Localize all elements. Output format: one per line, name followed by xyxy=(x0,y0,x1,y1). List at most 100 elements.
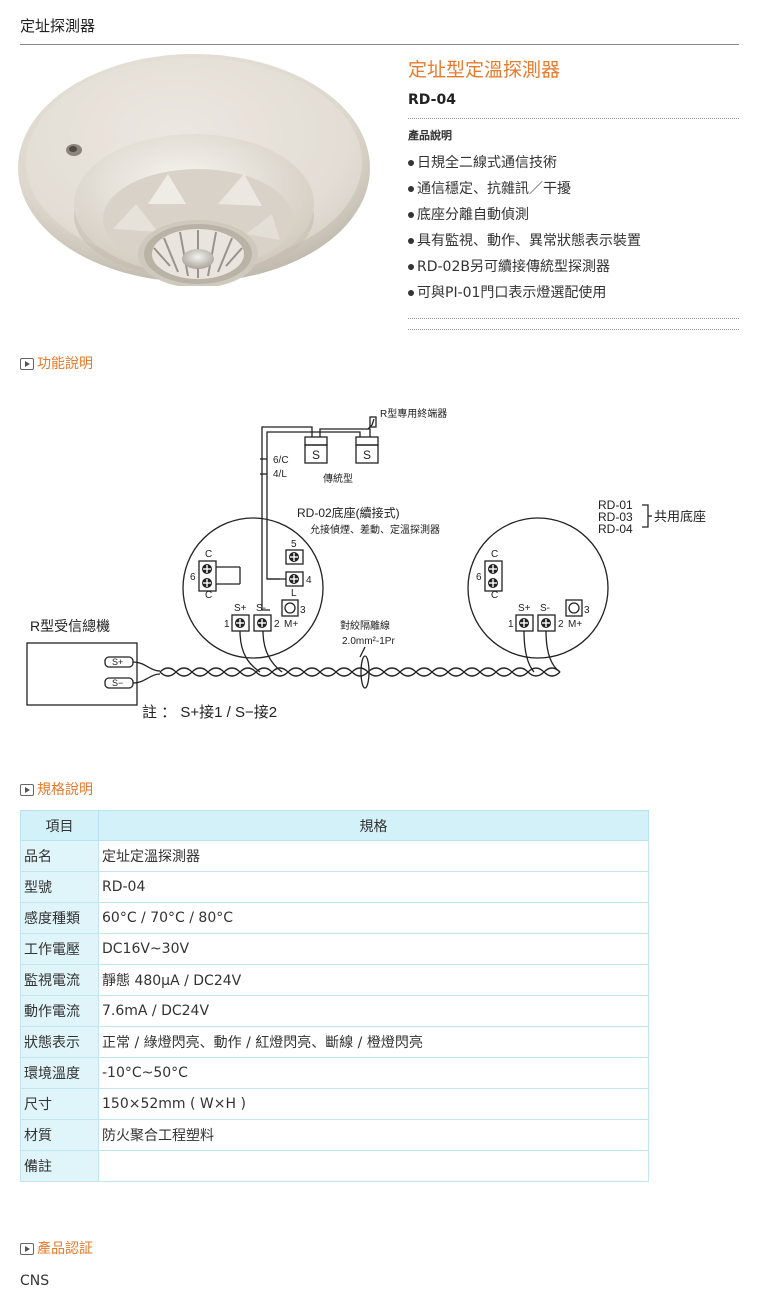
table-cell-label: 感度種類 xyxy=(20,902,99,934)
diagram-model-rd01: RD-01 xyxy=(598,498,633,512)
table-cell-value xyxy=(98,1150,649,1182)
diagram-c-label: C xyxy=(491,590,498,601)
section-heading-function: 功能說明 xyxy=(20,355,93,373)
diagram-sminus-label: S- xyxy=(256,603,266,614)
diagram-terminal-1: 1 xyxy=(224,619,230,630)
table-cell-value: 靜態 480μA / DC24V xyxy=(98,964,649,996)
diagram-traditional-label: 傳統型 xyxy=(323,472,353,485)
diagram-terminal-2: 2 xyxy=(558,619,564,630)
bullet-icon xyxy=(408,238,414,244)
diagram-s-label: S xyxy=(363,448,371,462)
list-item: 通信穩定、抗雜訊／干擾 xyxy=(408,176,739,202)
play-icon xyxy=(20,784,34,796)
diagram-wire-c-label: 6/C xyxy=(273,455,289,466)
section-heading-label: 規格說明 xyxy=(37,782,93,798)
diagram-terminator-label: R型專用終端器 xyxy=(380,407,447,420)
table-cell-label: 狀態表示 xyxy=(20,1026,99,1058)
list-item: 可與PI-01門口表示燈選配使用 xyxy=(408,280,739,306)
page-header: 定址探測器 xyxy=(20,16,739,45)
diagram-shared-base-label: 共用底座 xyxy=(654,509,706,524)
section-heading-spec: 規格說明 xyxy=(20,781,93,799)
diagram-terminal-4: 4 xyxy=(306,575,312,586)
table-cell-label: 動作電流 xyxy=(20,995,99,1027)
section-heading-label: 功能說明 xyxy=(37,356,93,372)
table-cell-value: 150×52mm ( W×H ) xyxy=(98,1088,649,1120)
page-title: 定址探測器 xyxy=(20,17,96,35)
table-cell-label: 備註 xyxy=(20,1150,99,1182)
feature-text: 具有監視、動作、異常狀態表示裝置 xyxy=(417,233,641,249)
description-heading: 產品說明 xyxy=(408,129,452,142)
diagram-splus-label: S+ xyxy=(234,603,247,614)
diagram-receiver-sminus: S− xyxy=(112,678,123,688)
table-cell-value: 7.6mA / DC24V xyxy=(98,995,649,1027)
list-item: 具有監視、動作、異常狀態表示裝置 xyxy=(408,228,739,254)
diagram-receiver-splus: S+ xyxy=(112,657,123,667)
section-heading-label: 產品認証 xyxy=(37,1241,93,1257)
table-cell-label: 材質 xyxy=(20,1119,99,1151)
list-item: 底座分離自動偵測 xyxy=(408,202,739,228)
diagram-terminal-2: 2 xyxy=(274,619,280,630)
table-cell-value: 定址定溫探測器 xyxy=(98,840,649,872)
table-row: 品名定址定溫探測器 xyxy=(20,840,649,872)
bullet-icon xyxy=(408,212,414,218)
feature-text: 底座分離自動偵測 xyxy=(417,207,529,223)
diagram-terminal-5: 5 xyxy=(291,539,297,550)
info-divider xyxy=(408,329,739,330)
diagram-base-title: RD-02底座(續接式) xyxy=(297,505,400,520)
bullet-icon xyxy=(408,264,414,270)
diagram-note: 註 ： S+接1 / S−接2 xyxy=(142,704,277,721)
table-cell-label: 尺寸 xyxy=(20,1088,99,1120)
table-cell-label: 工作電壓 xyxy=(20,933,99,965)
table-cell-label: 監視電流 xyxy=(20,964,99,996)
table-cell-value: 正常 / 綠燈閃亮、動作 / 紅燈閃亮、斷線 / 橙燈閃亮 xyxy=(98,1026,649,1058)
diagram-cable-spec: 2.0mm²-1Pr xyxy=(342,636,395,647)
diagram-mplus-label: M+ xyxy=(568,619,582,630)
diagram-terminal-6: 6 xyxy=(190,572,196,583)
table-cell-label: 型號 xyxy=(20,871,99,903)
diagram-wire-l-label: 4/L xyxy=(273,469,287,480)
diagram-model-rd04: RD-04 xyxy=(598,522,633,536)
table-row: 環境溫度-10°C~50°C xyxy=(20,1057,649,1089)
feature-list: 日規全二線式通信技術 通信穩定、抗雜訊／干擾 底座分離自動偵測 具有監視、動作、… xyxy=(408,150,739,319)
table-cell-value: -10°C~50°C xyxy=(98,1057,649,1089)
section-heading-cert: 產品認証 xyxy=(20,1240,93,1258)
product-name: 定址型定溫探測器 xyxy=(408,59,561,81)
diagram-terminal-1: 1 xyxy=(508,619,514,630)
diagram-base-subtitle: 允接偵煙、差動、定溫探測器 xyxy=(310,523,440,536)
list-item: RD-02B另可續接傳統型探測器 xyxy=(408,254,739,280)
feature-text: RD-02B另可續接傳統型探測器 xyxy=(417,259,610,275)
table-header-item: 項目 xyxy=(20,810,99,841)
play-icon xyxy=(20,1243,34,1255)
diagram-mplus-label: M+ xyxy=(284,619,298,630)
product-model: RD-04 xyxy=(408,90,739,119)
certification-text: CNS xyxy=(20,1273,50,1289)
table-cell-value: 防火聚合工程塑料 xyxy=(98,1119,649,1151)
diagram-c-label: C xyxy=(491,549,498,560)
play-icon xyxy=(20,358,34,370)
list-item: 日規全二線式通信技術 xyxy=(408,150,739,176)
diagram-s-label: S xyxy=(312,448,320,462)
table-cell-value: RD-04 xyxy=(98,871,649,903)
bullet-icon xyxy=(408,186,414,192)
table-row: 狀態表示正常 / 綠燈閃亮、動作 / 紅燈閃亮、斷線 / 橙燈閃亮 xyxy=(20,1026,649,1058)
table-cell-value: 60°C / 70°C / 80°C xyxy=(98,902,649,934)
diagram-splus-label: S+ xyxy=(518,603,531,614)
diagram-c-label: C xyxy=(205,590,212,601)
table-cell-label: 環境溫度 xyxy=(20,1057,99,1089)
feature-text: 日規全二線式通信技術 xyxy=(417,155,557,171)
product-image xyxy=(18,54,370,286)
diagram-cable-title: 對絞隔離線 xyxy=(340,619,390,632)
diagram-terminal-6: 6 xyxy=(476,572,482,583)
diagram-model-rd03: RD-03 xyxy=(598,510,633,524)
table-row: 監視電流靜態 480μA / DC24V xyxy=(20,964,649,996)
wiring-diagram: R型專用終端器 6/C 4/L S S 傳統型 RD-02底座(續接式) 允接偵… xyxy=(26,407,706,721)
feature-text: 可與PI-01門口表示燈選配使用 xyxy=(417,285,607,301)
table-row: 備註 xyxy=(20,1150,649,1182)
table-header-row: 項目 規格 xyxy=(20,810,649,841)
table-row: 材質防火聚合工程塑料 xyxy=(20,1119,649,1151)
